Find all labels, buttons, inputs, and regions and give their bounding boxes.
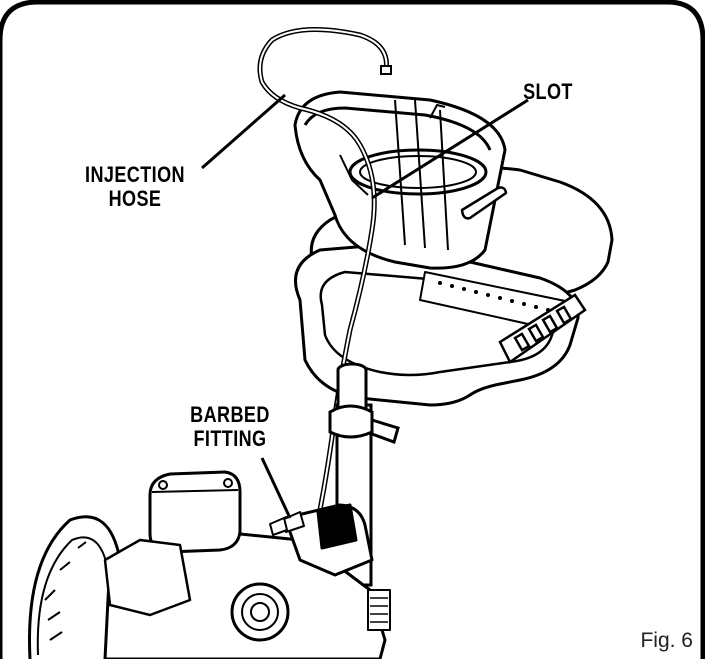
leader-slot	[371, 98, 529, 200]
engine-grille-lines	[370, 597, 388, 623]
barbed-fitting-label-line1: BARBED	[190, 402, 270, 427]
leader-lines	[201, 93, 529, 519]
hose-end-filter	[380, 65, 392, 75]
engine	[28, 470, 391, 659]
injection-hose-label: INJECTION HOSE	[78, 163, 193, 211]
injection-hose-label-line2: HOSE	[108, 186, 162, 211]
figure-caption: Fig. 6	[640, 629, 693, 652]
grate-holes	[438, 281, 550, 312]
barbed-fitting-label: BARBED FITTING	[181, 403, 279, 451]
barbed-fitting-label-line2: FITTING	[193, 426, 267, 451]
leader-barbed-fitting	[260, 457, 292, 519]
slot-label: SLOT	[523, 79, 573, 104]
leader-injection-hose	[201, 93, 286, 170]
front-bracket	[498, 293, 587, 364]
wheel-tread	[44, 541, 87, 641]
injection-hose-label-line1: INJECTION	[85, 162, 185, 187]
